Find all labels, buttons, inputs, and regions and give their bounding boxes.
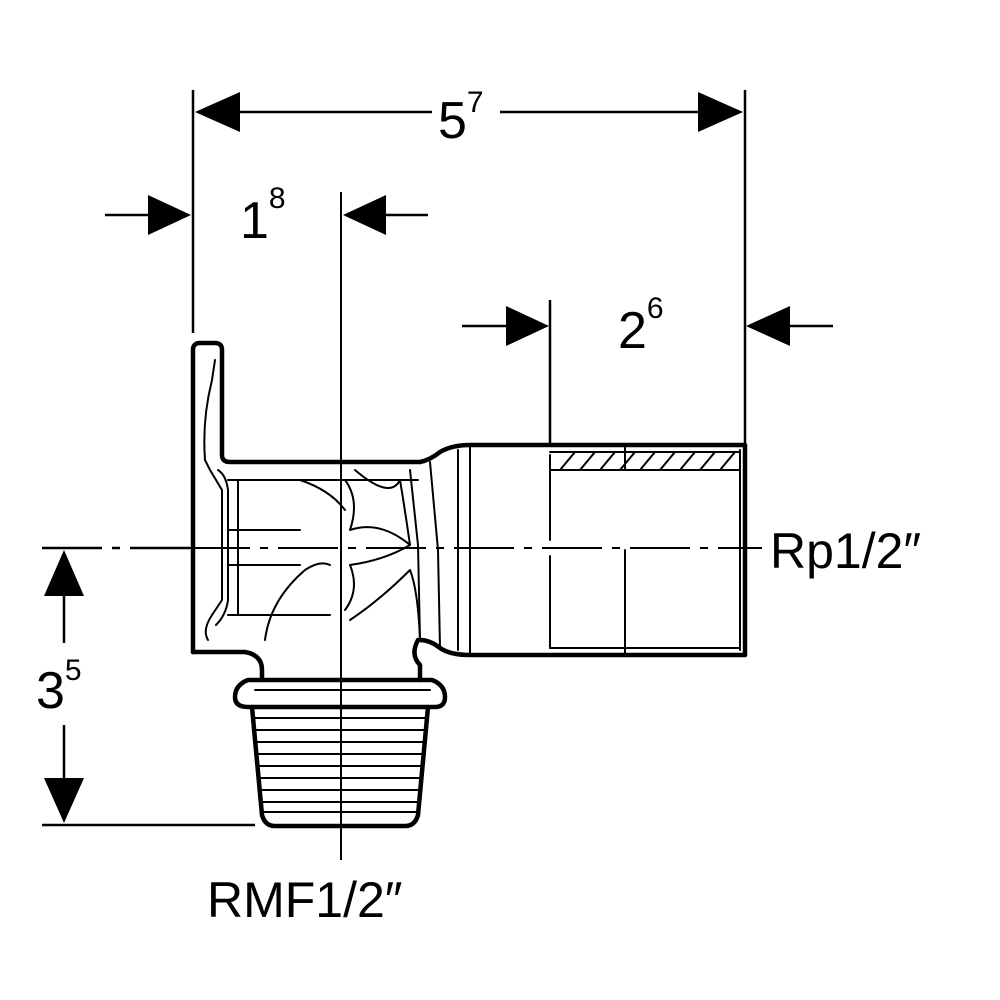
female-thread-label: Rp1/2″ <box>770 523 921 579</box>
elbow-waterway <box>227 461 441 649</box>
dimension-label: 18 <box>240 182 286 250</box>
body-bottom-edge <box>190 649 265 683</box>
thread-collar <box>232 677 448 710</box>
arrowhead-right <box>698 92 743 132</box>
male-thread-body <box>249 704 431 829</box>
flange-rib <box>215 469 229 626</box>
female-thread-hatching <box>549 451 741 471</box>
arrowhead-left <box>195 92 240 132</box>
arrowhead-up <box>44 550 84 596</box>
dimension-label: 26 <box>618 292 664 360</box>
dimension-socket-depth: 26 <box>462 292 833 443</box>
flange-inner-edge <box>203 359 223 641</box>
arrowhead-left <box>343 195 386 235</box>
male-thread-lines <box>253 717 427 813</box>
arrowhead-down <box>44 778 84 823</box>
dimension-label: 57 <box>438 86 484 150</box>
arrowhead-right <box>506 306 549 346</box>
mounting-flange <box>190 340 423 655</box>
male-thread-label: RMF1/2″ <box>207 872 403 928</box>
dimension-flange-offset: 18 <box>105 182 428 250</box>
dimension-overall-width: 57 <box>191 86 747 443</box>
elbow-fitting <box>190 340 748 829</box>
arrowhead-right <box>148 195 191 235</box>
body-top-edge <box>412 442 748 683</box>
dimension-height: 35 <box>36 546 255 827</box>
arrowhead-left <box>746 306 790 346</box>
center-lines <box>190 192 762 860</box>
dimension-label: 35 <box>36 654 82 720</box>
